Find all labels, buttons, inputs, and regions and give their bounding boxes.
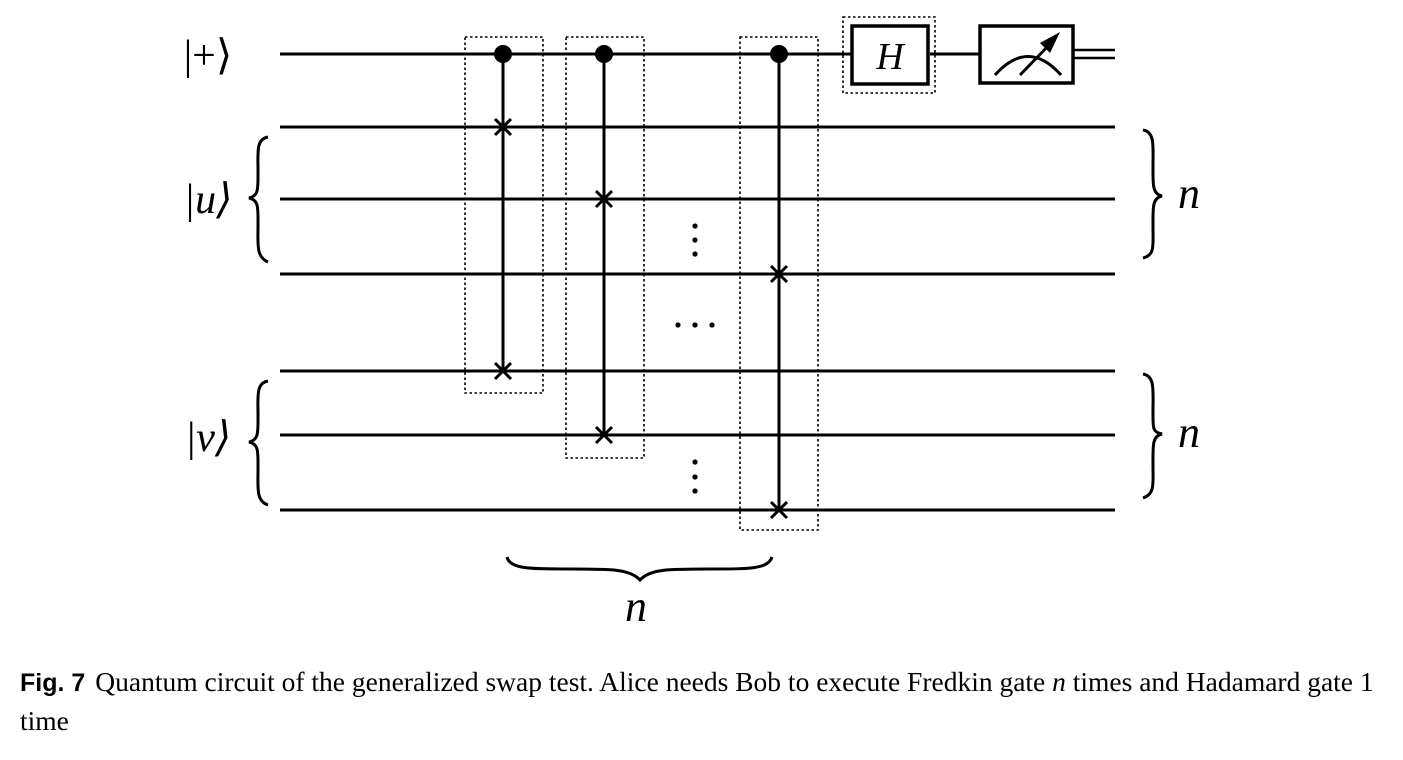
gate-group-box [565, 36, 645, 459]
u-register-right-brace [1142, 128, 1163, 260]
hadamard-outer-dotted-box [842, 16, 936, 94]
control-dot [595, 45, 613, 63]
ellipsis-dots [675, 223, 715, 494]
fredkin-gate-n [739, 36, 819, 531]
v-state-label: |v⟩ [185, 415, 232, 461]
meter-arc-icon [993, 55, 1063, 76]
gate-count-bottom-brace [505, 556, 774, 583]
control-dot [770, 45, 788, 63]
quantum-circuit-diagram: H |+⟩ |u⟩ |v⟩ n n n [184, 16, 1200, 631]
classical-output-wire [1073, 48, 1115, 60]
caption-variable: n [1052, 666, 1066, 697]
swap-target-cross [493, 117, 513, 137]
vertical-ellipsis-v [692, 459, 698, 494]
hadamard-label: H [875, 36, 906, 78]
gate-group-box [739, 36, 819, 531]
hadamard-box [850, 24, 930, 86]
figure-label: Fig. 7 [20, 669, 86, 697]
vertical-ellipsis-u [692, 223, 698, 257]
fredkin-gate-2 [565, 36, 645, 459]
swap-target-cross [769, 264, 789, 284]
horizontal-ellipsis [675, 322, 715, 328]
caption-text-part-2: times and Hadamard gate 1 time [20, 666, 1374, 736]
ancilla-state-label: |+⟩ [184, 33, 232, 79]
gate-group-box [464, 36, 544, 394]
meter-arrowhead-icon [1040, 32, 1060, 53]
u-state-label: |u⟩ [184, 177, 233, 223]
caption-text-part-1: Quantum circuit of the generalized swap … [95, 666, 1053, 697]
gate-count-label: n [625, 582, 647, 631]
fredkin-gate-1 [464, 36, 544, 394]
v-register-size-label: n [1178, 408, 1200, 457]
v-register-left-brace [248, 379, 269, 507]
hadamard-gate: H [842, 16, 936, 94]
figure-caption: Fig. 7 Quantum circuit of the generalized… [20, 663, 1390, 740]
v-register-right-brace [1142, 372, 1163, 500]
swap-target-cross [594, 189, 614, 209]
swap-target-cross [594, 425, 614, 445]
measurement-gate [978, 24, 1075, 85]
u-register-size-label: n [1178, 169, 1200, 218]
swap-target-cross [493, 361, 513, 381]
qubit-wires [280, 52, 1115, 512]
u-register-left-brace [248, 135, 269, 264]
control-dot [494, 45, 512, 63]
swap-target-cross [769, 500, 789, 520]
